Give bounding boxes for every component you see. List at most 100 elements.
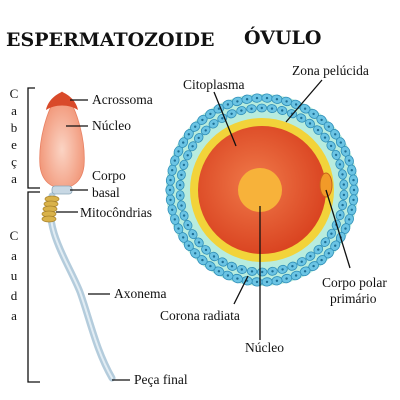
- corona-cell-nucleus: [194, 252, 197, 255]
- mitochondria-label: Mitocôndrias: [80, 205, 152, 220]
- corona-cell-nucleus: [352, 198, 355, 202]
- corona-cell-nucleus: [303, 270, 307, 273]
- corona-cell-nucleus: [265, 96, 269, 100]
- polar-body-label-line1: Corpo polar: [322, 275, 387, 290]
- basal-body-label-line2: basal: [92, 185, 120, 200]
- corona-cell-nucleus: [317, 248, 320, 251]
- corona-cell-nucleus: [352, 188, 356, 192]
- corona-cell-nucleus: [182, 236, 185, 239]
- corona-cell-nucleus: [261, 270, 264, 274]
- corona-cell-nucleus: [338, 163, 342, 166]
- egg-nucleus: [238, 168, 282, 212]
- corona-cell-nucleus: [230, 265, 234, 268]
- mitochondria-spiral: [41, 195, 60, 223]
- corona-cell-nucleus: [179, 194, 182, 197]
- corona-cell-nucleus: [291, 265, 294, 268]
- corona-cell-nucleus: [265, 280, 269, 284]
- corona-cell-nucleus: [226, 274, 230, 277]
- corona-cell-nucleus: [201, 258, 204, 262]
- corona-cell-nucleus: [312, 264, 315, 268]
- region-letter: d: [11, 288, 18, 303]
- sperm-tail: [47, 192, 116, 382]
- corona-cell-nucleus: [187, 244, 190, 247]
- region-letter: ç: [11, 154, 17, 169]
- corona-cell-nucleus: [275, 279, 279, 282]
- end-piece-label: Peça final: [134, 372, 188, 387]
- corona-cell-nucleus: [338, 213, 342, 217]
- cytoplasm-label: Citoplasma: [183, 77, 245, 92]
- region-letter: a: [11, 308, 17, 323]
- region-letter: e: [11, 137, 17, 152]
- sperm-title: ESPERMATOZOIDE: [6, 29, 214, 51]
- corona-cell-nucleus: [348, 159, 351, 162]
- corona-cell-nucleus: [169, 198, 172, 202]
- corona-cell-nucleus: [226, 103, 230, 106]
- corona-cell-nucleus: [217, 270, 221, 273]
- corona-cell-nucleus: [171, 208, 174, 211]
- corona-cell-nucleus: [221, 117, 224, 120]
- corona-cell-nucleus: [177, 227, 180, 230]
- corona-cell-nucleus: [187, 133, 190, 136]
- basal-body: [51, 185, 73, 195]
- corona-cell-nucleus: [312, 112, 315, 116]
- corona-cell-nucleus: [275, 98, 279, 101]
- corona-cell-nucleus: [327, 252, 330, 255]
- corona-cell-nucleus: [308, 122, 312, 125]
- corona-cell-nucleus: [236, 100, 239, 103]
- corona-cell-nucleus: [323, 136, 327, 139]
- corona-cell-nucleus: [334, 133, 337, 136]
- corona-cell-nucleus: [250, 107, 253, 110]
- corona-cell-nucleus: [271, 270, 274, 273]
- corona-cell-nucleus: [255, 96, 259, 100]
- corona-cell-nucleus: [324, 240, 327, 244]
- corona-cell-nucleus: [182, 141, 185, 144]
- corona-cell-nucleus: [186, 223, 190, 227]
- corona-cell-nucleus: [240, 109, 243, 112]
- acrosome: [46, 92, 78, 110]
- corona-cell-nucleus: [303, 107, 307, 110]
- egg-cell: [165, 93, 359, 287]
- corona-cell-nucleus: [177, 150, 180, 153]
- corona-cell-nucleus: [334, 244, 337, 247]
- corona-cell-nucleus: [330, 232, 333, 235]
- egg-nucleus-label: Núcleo: [245, 340, 284, 355]
- egg-title: ÓVULO: [244, 26, 321, 49]
- acrosome-label: Acrossoma: [92, 92, 153, 107]
- corona-cell-nucleus: [339, 141, 342, 144]
- corona-cell-nucleus: [344, 150, 347, 153]
- region-letter: a: [11, 248, 17, 263]
- basal-body-label-line1: Corpo: [92, 168, 126, 183]
- corona-cell-nucleus: [204, 129, 207, 132]
- corona-cell-nucleus: [300, 260, 303, 263]
- corona-cell-nucleus: [327, 125, 330, 128]
- corona-cell-nucleus: [348, 218, 351, 221]
- corona-cell-nucleus: [316, 128, 320, 132]
- corona-cell-nucleus: [168, 188, 172, 192]
- corona-cell-nucleus: [197, 241, 201, 244]
- corona-cell-nucleus: [294, 103, 298, 106]
- corona-cell-nucleus: [182, 163, 186, 167]
- corona-cell-nucleus: [294, 274, 298, 277]
- corona-cell-nucleus: [329, 144, 333, 148]
- corona-cell-nucleus: [270, 107, 274, 110]
- corona-cell-nucleus: [209, 264, 212, 268]
- region-letter: a: [11, 171, 17, 186]
- corona-cell-nucleus: [191, 145, 194, 148]
- corona-cell-nucleus: [230, 112, 233, 116]
- corona-cell-nucleus: [201, 118, 204, 122]
- corona-cell-nucleus: [180, 204, 183, 207]
- sperm-nucleus-label: Núcleo: [92, 118, 131, 133]
- region-letter: C: [10, 86, 19, 101]
- corona-cell-nucleus: [169, 178, 172, 182]
- corona-cell-nucleus: [309, 255, 312, 258]
- region-letter: C: [10, 228, 19, 243]
- corona-cell-nucleus: [240, 268, 243, 271]
- corona-cell-nucleus: [255, 280, 259, 284]
- corona-cell-nucleus: [350, 208, 353, 211]
- region-letter: b: [11, 120, 18, 135]
- zona-pellucida-label: Zona pelúcida: [292, 63, 369, 78]
- head-bracket: [27, 87, 40, 189]
